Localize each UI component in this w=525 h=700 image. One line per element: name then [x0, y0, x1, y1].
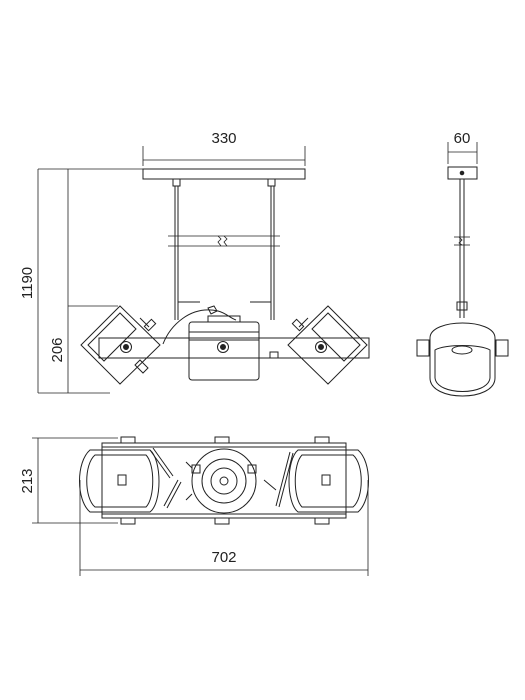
- cord-connector: [207, 305, 218, 315]
- power-cord: [162, 309, 237, 345]
- side-canopy-screw: [459, 170, 465, 176]
- label-side-width: 60: [454, 130, 471, 147]
- side-bracket-right: [495, 339, 509, 357]
- plan-spot-right: [288, 449, 369, 513]
- side-spot-can: [416, 322, 509, 397]
- plan-view: 213 702: [19, 436, 369, 576]
- side-bracket-left: [416, 339, 430, 357]
- bar-screws: [120, 341, 327, 353]
- label-total-height: 1190: [19, 267, 36, 299]
- left-spot-head: [80, 305, 161, 385]
- dimension-plan-depth: 213: [19, 437, 118, 524]
- dimension-plan-length: 702: [79, 480, 369, 576]
- dimension-side-width: 60: [447, 130, 478, 164]
- central-cylinder: [188, 315, 260, 381]
- ceiling-canopy: [142, 168, 306, 180]
- mounting-bar: [98, 337, 370, 359]
- suspension-cables: [168, 186, 280, 320]
- plan-rods: [149, 447, 294, 509]
- label-plan-length: 702: [211, 549, 236, 566]
- right-spot-head: [269, 305, 368, 385]
- label-top-width: 330: [211, 130, 236, 147]
- label-plan-depth: 213: [19, 468, 36, 493]
- label-lamp-height: 206: [49, 337, 66, 362]
- plan-spot-center: [185, 448, 257, 514]
- canopy-clip-right: [267, 178, 276, 187]
- plan-clips: [120, 436, 330, 525]
- side-view: 60: [416, 130, 509, 397]
- dimension-lamp-height: 206: [49, 305, 118, 363]
- side-cable-clamp: [456, 301, 468, 311]
- plan-spot-left: [79, 449, 160, 513]
- front-view: 330: [19, 130, 370, 394]
- side-canopy: [447, 166, 478, 180]
- canopy-clip-left: [172, 178, 181, 187]
- dimension-total-height: 1190: [19, 168, 145, 394]
- dimension-top-width: 330: [142, 130, 306, 166]
